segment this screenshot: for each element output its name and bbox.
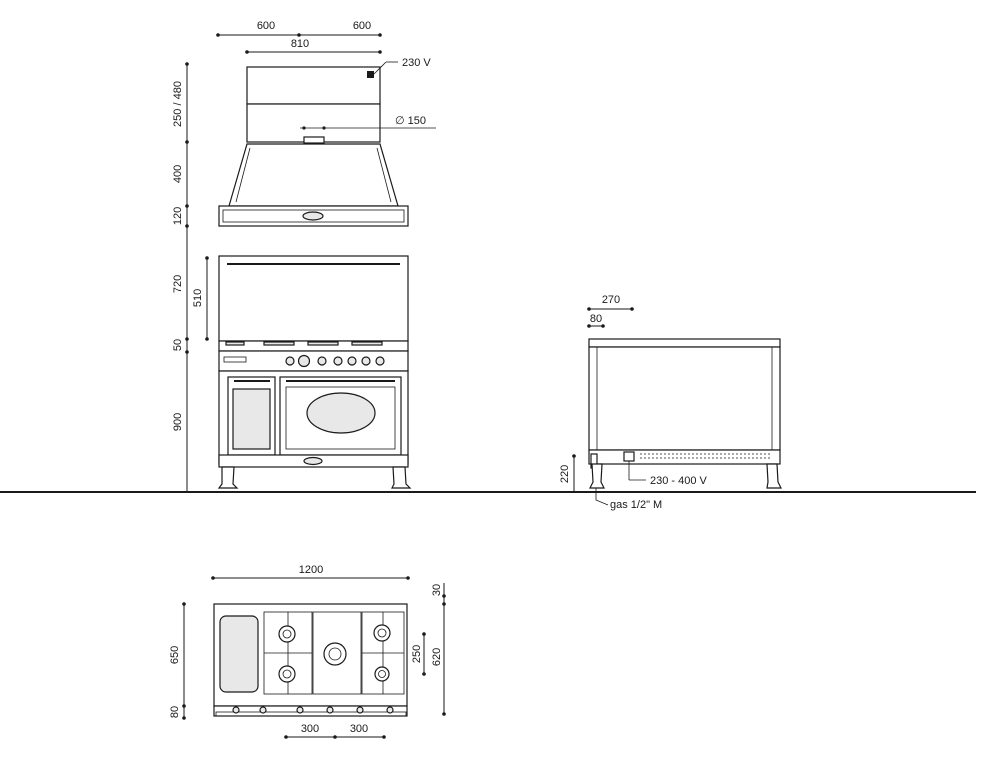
- hood-chimney-lower: [246, 103, 381, 143]
- control-knob-4: [333, 356, 343, 366]
- gas-connection-label: gas 1/2" M: [610, 499, 662, 511]
- hood-badge: [302, 211, 324, 221]
- dim-hood-body-height: 400: [172, 165, 184, 183]
- power-socket-icon: [367, 71, 374, 78]
- dim-backsplash-inner: 510: [192, 289, 204, 307]
- dim-top-burner-spacing: 250: [411, 645, 423, 663]
- griddle-plate: [219, 615, 259, 693]
- dim-top-back: 30: [431, 584, 443, 596]
- duct-outlet: [303, 136, 325, 144]
- burner-grate-center: [312, 611, 362, 695]
- dim-side-offset: 80: [590, 313, 602, 325]
- dim-hood-chimney-height: 250 / 480: [172, 81, 184, 127]
- dim-hood-width-left: 600: [257, 20, 275, 32]
- duct-diameter-label: ∅ 150: [395, 115, 426, 127]
- side-body: [588, 346, 781, 451]
- range-badge: [303, 456, 323, 466]
- dim-backsplash-base: 50: [172, 339, 184, 351]
- side-power-label: 230 - 400 V: [650, 475, 708, 487]
- burner-back-right: [373, 624, 391, 642]
- range-foot-right: [391, 466, 412, 489]
- dim-top-depth: 650: [169, 646, 181, 664]
- control-knob-7: [375, 356, 385, 366]
- dim-top-bottom-left: 300: [301, 723, 319, 735]
- burner-back-left: [278, 625, 296, 643]
- dim-top-bottom-right: 300: [350, 723, 368, 735]
- control-strip: [213, 705, 408, 717]
- range-foot-left: [217, 466, 239, 489]
- hood-body: [228, 143, 399, 207]
- dim-hood-width-right: 600: [353, 20, 371, 32]
- control-knob-3: [317, 356, 327, 366]
- control-knob-1: [285, 356, 295, 366]
- side-view: 270 80 230 - 400 V gas 1/2" M 220: [559, 294, 782, 511]
- front-view-hood: 600 600 810 230 V ∅ 150: [172, 20, 436, 492]
- dim-top-width: 1200: [299, 564, 323, 576]
- small-oven-window: [232, 388, 271, 450]
- burner-front-right: [374, 666, 390, 682]
- burner-front-left: [278, 665, 296, 683]
- dim-side-feet-height: 220: [559, 465, 571, 483]
- backsplash-panel: [218, 255, 409, 342]
- dim-side-depth: 270: [602, 294, 620, 306]
- front-view-range: [217, 255, 412, 489]
- hood-power-label: 230 V: [402, 57, 431, 69]
- dim-range-height: 900: [172, 413, 184, 431]
- side-foot-right: [766, 463, 782, 489]
- control-knob-2: [297, 354, 311, 368]
- hood-chimney-upper: [246, 66, 381, 105]
- side-power-box: [623, 451, 635, 462]
- dim-hood-depth: 810: [291, 38, 309, 50]
- large-oven-window: [306, 392, 376, 434]
- side-foot-left: [589, 463, 605, 489]
- side-base: [588, 449, 781, 465]
- control-knob-5: [347, 356, 357, 366]
- dim-top-inner-depth: 620: [431, 648, 443, 666]
- dim-backsplash-total: 720: [172, 275, 184, 293]
- control-knob-6: [361, 356, 371, 366]
- dim-top-front: 80: [169, 706, 181, 718]
- top-view: 1200 650 80: [169, 564, 446, 739]
- dim-hood-bottom-height: 120: [172, 207, 184, 225]
- burner-center-wok: [323, 642, 347, 666]
- side-top: [588, 338, 781, 348]
